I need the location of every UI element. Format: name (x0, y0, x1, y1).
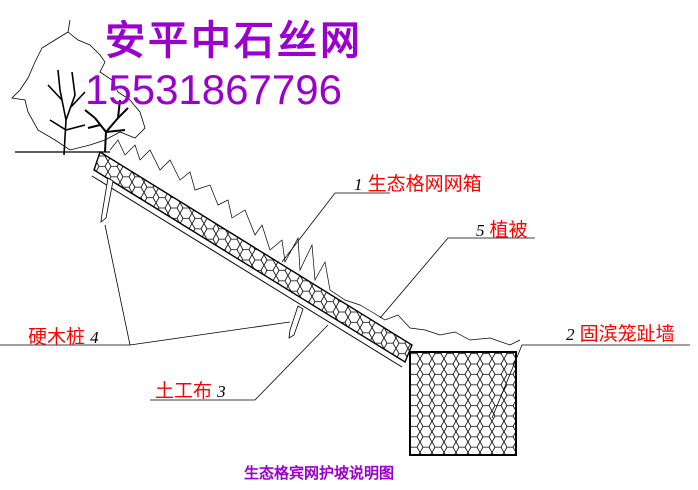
brand-name: 安平中石丝网 (105, 18, 363, 64)
label-text: 植被 (489, 219, 528, 241)
label-number: 2 (566, 325, 575, 344)
label-number: 1 (354, 175, 363, 194)
label-number: 3 (217, 382, 226, 401)
label-number: 5 (476, 221, 485, 240)
vegetation (109, 139, 521, 346)
label-text: 硬木桩 (28, 326, 86, 348)
slope-gabion-mattress (91, 150, 413, 368)
toe-wall-gabion (409, 351, 517, 456)
diagram-caption: 生态格宾网护坡说明图 (244, 464, 395, 482)
phone-number: 15531867796 (85, 66, 342, 113)
wooden-stake-icon (100, 177, 304, 339)
leader-lines (0, 192, 690, 419)
label-vegetation: 5 植被 (476, 215, 528, 242)
label-toe-wall: 2 固滨笼趾墙 (566, 319, 675, 346)
label-text: 生态格网网箱 (367, 173, 482, 195)
label-geotextile: 土工布 3 (155, 376, 226, 403)
label-text: 固滨笼趾墙 (579, 323, 675, 345)
label-number: 4 (90, 328, 99, 347)
label-gabion-box: 1 生态格网网箱 (354, 169, 482, 196)
label-wood-stake: 硬木桩 4 (28, 322, 99, 349)
tree-icon (11, 19, 146, 156)
geotextile-line (91, 175, 403, 368)
label-text: 土工布 (155, 380, 213, 402)
